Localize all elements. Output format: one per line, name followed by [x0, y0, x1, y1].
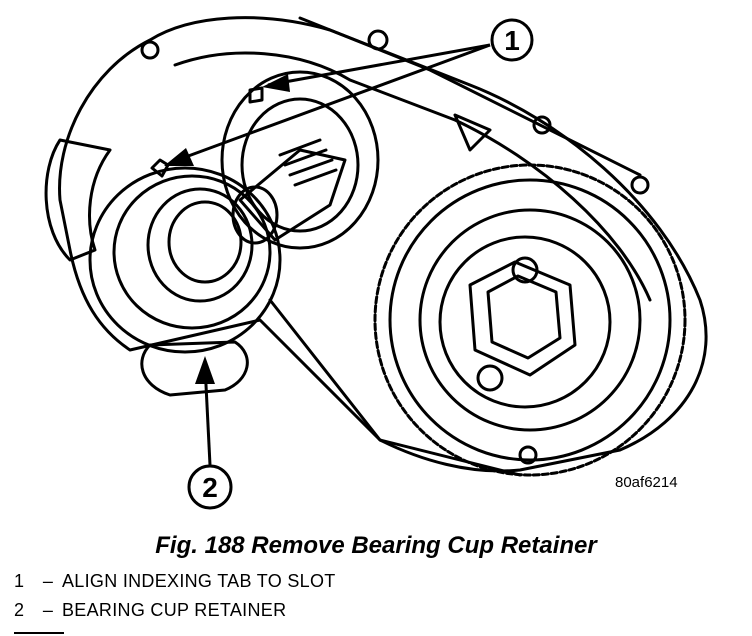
bottom-rule	[14, 632, 64, 634]
housing-rib	[298, 16, 642, 177]
callout-1-arrowhead-upper	[262, 74, 290, 92]
legend-item-2: 2–BEARING CUP RETAINER	[14, 600, 286, 621]
callout-1-circle	[490, 18, 534, 62]
bearing-cup-retainer	[88, 166, 282, 354]
gear-hub	[418, 208, 642, 432]
gasket-edge	[268, 298, 522, 477]
callout-2-arrowhead	[195, 356, 215, 384]
callout-1-arrowhead-lower	[164, 148, 194, 166]
bearing-bore-inner	[240, 97, 360, 233]
legend-text: ALIGN INDEXING TAB TO SLOT	[62, 571, 336, 591]
bearing-retainer-illustration: 1 2	[44, 16, 708, 510]
left-hand	[44, 138, 112, 262]
lock-bolt	[476, 364, 504, 392]
legend-number: 1	[14, 571, 25, 591]
figure-code: 80af6214	[615, 474, 678, 491]
housing-inner-flange	[173, 51, 652, 302]
retainer-center	[167, 200, 243, 284]
bolt-hole	[630, 175, 650, 195]
bolt-hole	[518, 445, 538, 465]
legend-number: 2	[14, 600, 25, 620]
figure-caption: Fig. 188 Remove Bearing Cup Retainer	[155, 532, 597, 559]
right-hand	[140, 340, 249, 397]
legend-item-1: 1–ALIGN INDEXING TAB TO SLOT	[14, 571, 336, 592]
drive-gear	[373, 163, 687, 477]
callout-1-number: 1	[504, 25, 520, 56]
gear-inner	[388, 178, 672, 462]
retainer-inner-ring	[146, 187, 254, 303]
hex-nut-inner	[486, 274, 562, 360]
bolt-hole	[367, 29, 389, 51]
callout-2-number: 2	[202, 472, 218, 503]
transfer-case-housing	[58, 16, 708, 473]
legend-text: BEARING CUP RETAINER	[62, 600, 287, 620]
housing-slot	[248, 86, 264, 104]
callout-1: 1	[164, 18, 534, 166]
bolt-hole	[140, 40, 160, 60]
legend-dash: –	[42, 600, 54, 620]
callout-2: 2	[187, 356, 233, 510]
bolt-hole	[532, 115, 552, 135]
callout-2-circle	[187, 464, 233, 510]
callout-1-leader-upper	[267, 43, 491, 87]
alignment-triangle	[453, 113, 492, 152]
gear-hub-ring	[438, 235, 612, 409]
shaft-splines	[278, 138, 338, 187]
lock-bolt	[511, 256, 539, 284]
legend-dash: –	[42, 571, 54, 591]
retainer-ring	[112, 174, 272, 330]
bearing-bore	[220, 70, 380, 250]
callout-1-leader-lower	[171, 43, 491, 164]
